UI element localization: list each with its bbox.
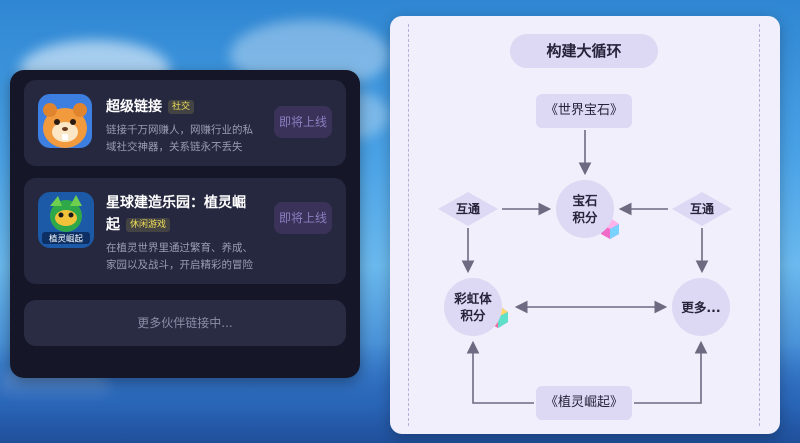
interconnect-label-left: 互通	[455, 202, 480, 216]
category-tag: 社交	[168, 100, 195, 114]
app-card-super-link[interactable]: 超级链接社交 链接千万网赚人，网赚行业的私 域社交神器，关系链永不丢失 即将上线	[24, 80, 346, 166]
dashed-border-right	[759, 24, 760, 426]
left-diamond-shape	[438, 192, 498, 226]
gem-points-node: 宝石积分	[556, 180, 614, 238]
app-name: 星球建造乐园：植灵崛 起休闲游戏	[106, 195, 246, 233]
arrow-bottom-to-more	[634, 340, 708, 404]
app-description: 链接千万网赚人，网赚行业的私 域社交神器，关系链永不丢失	[106, 124, 253, 153]
more-node: 更多...	[672, 278, 730, 336]
app-name: 超级链接社交	[106, 96, 266, 118]
rainbow-points-node: 彩虹体积分	[444, 278, 502, 336]
interconnect-label-right: 互通	[689, 202, 714, 216]
diagram-title: 构建大循环	[510, 34, 658, 68]
app-card-plant-rise[interactable]: 植灵崛起 星球建造乐园：植灵崛 起休闲游戏 在植灵世界里通过繁育、养成、 家园以…	[24, 178, 346, 284]
plant-creature-icon: 植灵崛起	[38, 192, 94, 248]
more-partners-bar[interactable]: 更多伙伴链接中...	[24, 300, 346, 346]
plant-rise-box: 《植灵崛起》	[536, 386, 632, 420]
ecosystem-diagram-panel: 构建大循环 《世界宝石》 《植灵崛起》 宝石积分 彩虹体积分 更多... 互通 …	[390, 16, 780, 434]
dashed-border-left	[408, 24, 409, 426]
world-gem-box: 《世界宝石》	[536, 94, 632, 128]
coming-soon-button[interactable]: 即将上线	[274, 202, 332, 234]
coming-soon-button[interactable]: 即将上线	[274, 106, 332, 138]
partner-app-panel: 超级链接社交 链接千万网赚人，网赚行业的私 域社交神器，关系链永不丢失 即将上线…	[10, 70, 360, 378]
diagram-connectors	[438, 130, 732, 404]
right-diamond-shape	[672, 192, 732, 226]
hamster-icon	[38, 94, 92, 148]
app-description: 在植灵世界里通过繁育、养成、 家园以及战斗，开启精彩的冒险	[106, 242, 253, 271]
category-tag: 休闲游戏	[126, 218, 171, 232]
svg-text:植灵崛起: 植灵崛起	[49, 234, 84, 245]
arrow-bottom-to-rainbow	[466, 340, 534, 404]
